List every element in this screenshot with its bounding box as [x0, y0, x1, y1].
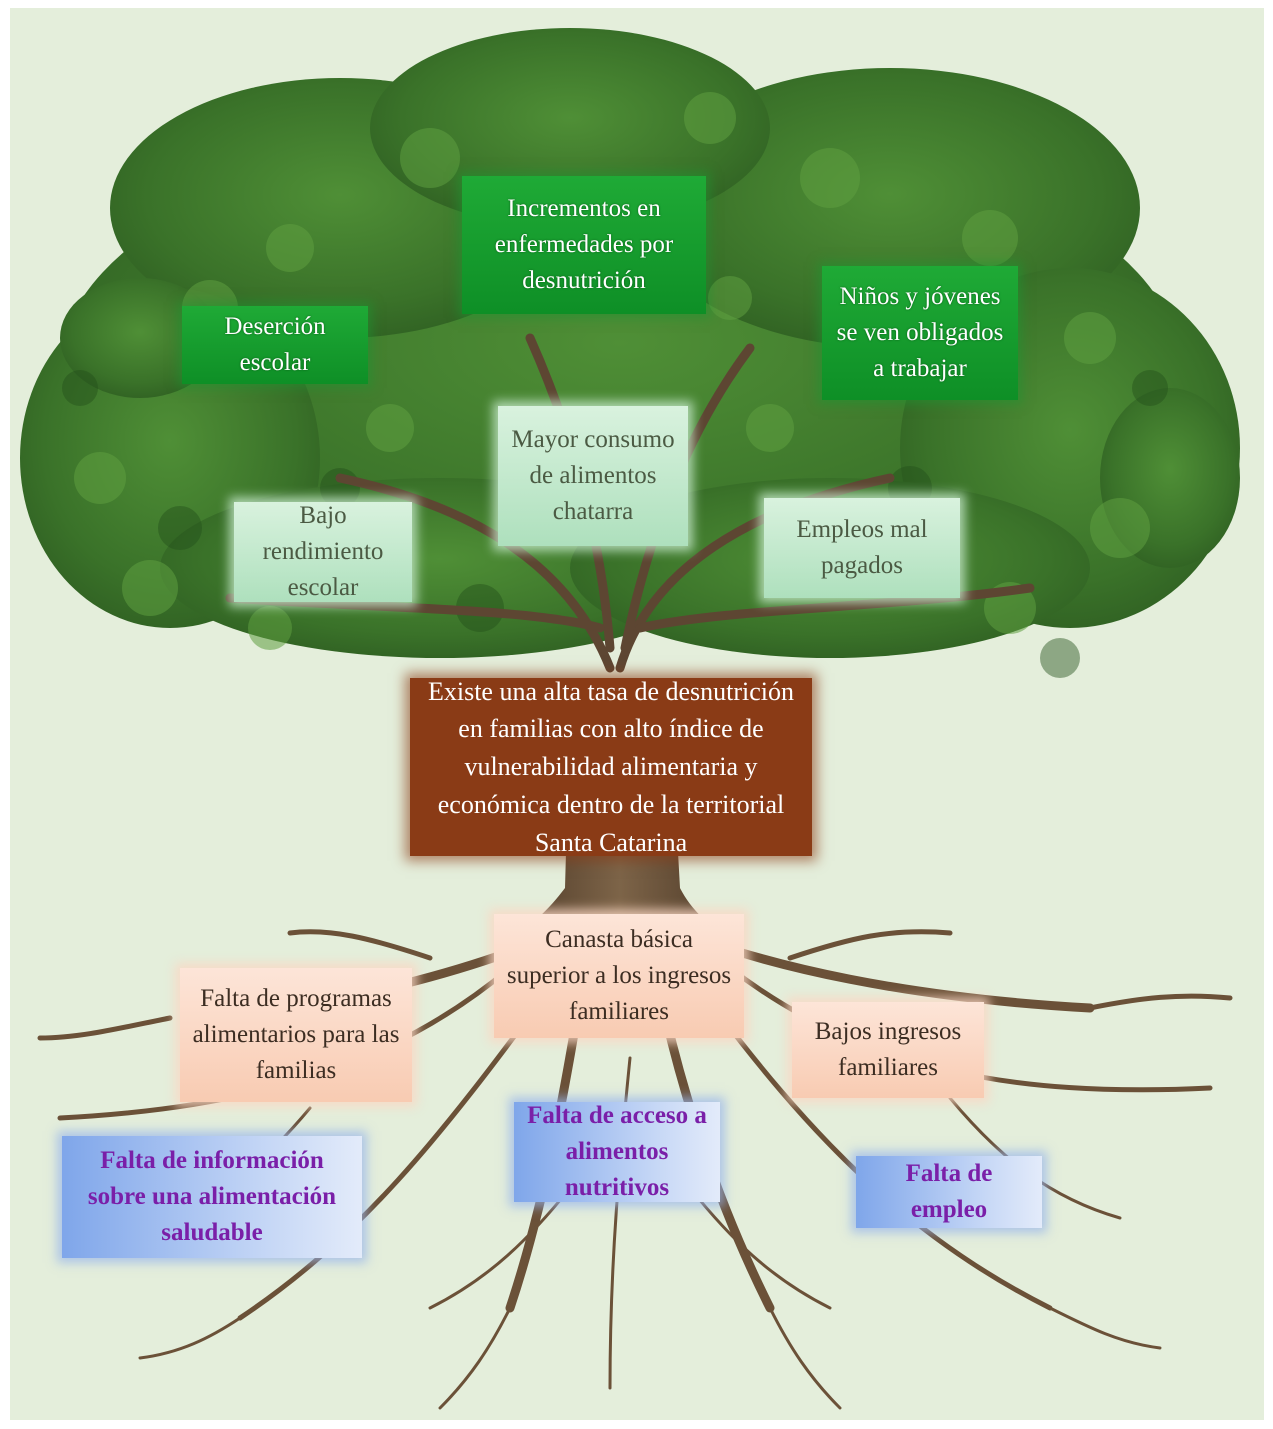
- root-cause-falta-informacion: Falta de información sobre una alimentac…: [62, 1136, 362, 1258]
- cause-bajos-ingresos: Bajos ingresos familiares: [792, 1002, 984, 1098]
- central-problem-text: Existe una alta tasa de desnutrición en …: [427, 676, 795, 857]
- cause-canasta-basica: Canasta básica superior a los ingresos f…: [494, 914, 744, 1038]
- cause-programas-text: Falta de programas alimentarios para las…: [192, 984, 400, 1085]
- central-problem: Existe una alta tasa de desnutrición en …: [410, 677, 812, 857]
- effect-rendimiento-text: Bajo rendimiento escolar: [262, 501, 384, 602]
- effect-enfermedades-text: Incrementos en enfermedades por desnutri…: [494, 194, 674, 295]
- cause-ingresos-text: Bajos ingresos familiares: [814, 1017, 962, 1081]
- effect-empleos-mal-pagados: Empleos mal pagados: [764, 498, 960, 598]
- leaf-texture: [74, 92, 1150, 650]
- problem-tree-canvas: Deserción escolar Incrementos en enferme…: [10, 8, 1264, 1420]
- effect-trabajo-text: Niños y jóvenes se ven obligados a traba…: [836, 282, 1004, 383]
- tree-illustration: [20, 28, 1240, 1410]
- effect-desercion-escolar: Deserción escolar: [182, 306, 368, 384]
- effect-consumo-text: Mayor consumo de alimentos chatarra: [511, 425, 675, 526]
- effect-empleos-text: Empleos mal pagados: [796, 515, 928, 579]
- effect-trabajo-infantil: Niños y jóvenes se ven obligados a traba…: [822, 266, 1018, 400]
- root-informacion-text: Falta de información sobre una alimentac…: [87, 1146, 337, 1247]
- cause-canasta-text: Canasta básica superior a los ingresos f…: [506, 925, 732, 1026]
- cause-falta-programas: Falta de programas alimentarios para las…: [180, 968, 412, 1102]
- root-empleo-text: Falta de empleo: [905, 1159, 993, 1223]
- effect-consumo-chatarra: Mayor consumo de alimentos chatarra: [498, 406, 688, 546]
- root-cause-falta-acceso: Falta de acceso a alimentos nutritivos: [514, 1102, 720, 1202]
- effect-bajo-rendimiento: Bajo rendimiento escolar: [234, 502, 412, 602]
- root-cause-falta-empleo: Falta de empleo: [856, 1156, 1042, 1228]
- tree-canopy: [20, 28, 1240, 658]
- root-acceso-text: Falta de acceso a alimentos nutritivos: [527, 1101, 707, 1202]
- effect-enfermedades: Incrementos en enfermedades por desnutri…: [462, 176, 706, 314]
- effect-desercion-text: Deserción escolar: [224, 312, 326, 376]
